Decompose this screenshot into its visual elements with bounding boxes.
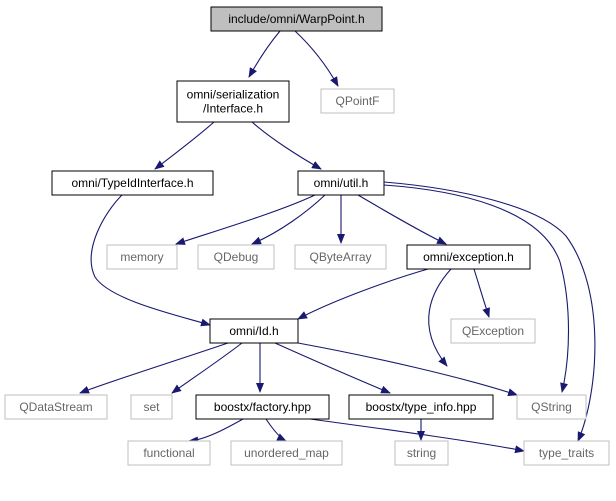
edge-util-to-qdebug	[251, 194, 326, 245]
node-exception[interactable]: omni/exception.h	[406, 244, 531, 270]
node-box	[176, 80, 290, 123]
node-box	[230, 440, 343, 466]
edge-factory-to-type_traits	[309, 418, 525, 454]
node-label: boostx/factory.hpp	[214, 400, 311, 414]
nodes-layer: include/omni/WarpPoint.h omni/serializati…	[4, 6, 610, 466]
node-label: omni/serialization	[187, 88, 280, 102]
node-box	[130, 394, 173, 420]
node-box	[394, 440, 449, 466]
node-label: unordered_map	[244, 446, 329, 460]
node-box	[127, 440, 211, 466]
edge-exception-to-qstring	[428, 268, 452, 367]
node-box	[348, 394, 494, 420]
node-box	[51, 170, 214, 196]
node-box	[4, 394, 108, 420]
node-label: boostx/type_info.hpp	[366, 400, 477, 414]
node-box	[106, 244, 178, 270]
node-string: string	[394, 440, 449, 466]
edge-typeidinterface-to-id	[90, 194, 211, 327]
node-label: string	[407, 446, 436, 460]
node-box	[195, 394, 330, 420]
edge-serialization-to-typeidinterface	[154, 121, 215, 170]
node-box	[450, 318, 536, 344]
edge-id-to-set	[171, 342, 243, 394]
node-set: set	[130, 394, 173, 420]
edge-id-to-qstring	[297, 342, 518, 397]
edge-id-to-qdatastream	[79, 342, 229, 394]
edge-factory-to-unordered_map	[265, 418, 287, 442]
edge-util-to-memory	[175, 194, 316, 245]
node-label: omni/TypeIdInterface.h	[71, 176, 193, 190]
node-typeinfo[interactable]: boostx/type_info.hpp	[348, 394, 494, 420]
node-label: omni/util.h	[314, 176, 369, 190]
node-box	[516, 394, 587, 420]
edge-util-to-type_traits	[383, 181, 596, 442]
node-box	[210, 6, 383, 32]
node-box	[320, 88, 395, 114]
node-qexception: QException	[450, 318, 536, 344]
node-label: QDebug	[214, 250, 259, 264]
node-label: QPointF	[335, 94, 379, 108]
node-label: QDataStream	[19, 400, 92, 414]
node-warppoint[interactable]: include/omni/WarpPoint.h	[210, 6, 383, 32]
edge-util-to-qstring	[383, 184, 570, 393]
node-label: set	[143, 400, 160, 414]
edge-util-to-exception	[357, 194, 447, 245]
node-box	[297, 170, 385, 196]
edge-exception-to-qexception	[473, 268, 490, 318]
node-label: type_traits	[539, 446, 594, 460]
edges-layer	[79, 30, 596, 454]
node-unordered_map: unordered_map	[230, 440, 343, 466]
node-id[interactable]: omni/Id.h	[209, 318, 299, 344]
edge-exception-to-id	[297, 268, 429, 320]
node-label: /Interface.h	[203, 102, 263, 116]
node-qstring: QString	[516, 394, 587, 420]
node-serialization[interactable]: omni/serialization/Interface.h	[176, 80, 290, 123]
node-qbytearray: QByteArray	[294, 244, 387, 270]
node-box	[294, 244, 387, 270]
node-label: include/omni/WarpPoint.h	[228, 12, 364, 26]
node-box	[209, 318, 299, 344]
node-label: QByteArray	[309, 250, 371, 264]
node-memory: memory	[106, 244, 178, 270]
edge-id-to-typeinfo	[274, 342, 391, 394]
edge-serialization-to-util	[251, 121, 322, 170]
edge-warppoint-to-serialization	[248, 30, 281, 78]
node-qdatastream: QDataStream	[4, 394, 108, 420]
node-label: omni/exception.h	[423, 250, 514, 264]
node-util[interactable]: omni/util.h	[297, 170, 385, 196]
edge-factory-to-functional	[188, 418, 244, 445]
node-label: QException	[462, 324, 524, 338]
node-label: omni/Id.h	[229, 324, 278, 338]
edge-warppoint-to-qpointf	[294, 30, 339, 87]
node-qdebug: QDebug	[197, 244, 275, 270]
node-qpointf: QPointF	[320, 88, 395, 114]
node-box	[197, 244, 275, 270]
node-typeidinterface[interactable]: omni/TypeIdInterface.h	[51, 170, 214, 196]
node-label: QString	[531, 400, 572, 414]
node-label: memory	[120, 250, 163, 264]
node-box	[406, 244, 531, 270]
node-factory[interactable]: boostx/factory.hpp	[195, 394, 330, 420]
node-label: functional	[143, 446, 194, 460]
node-type_traits: type_traits	[523, 440, 610, 466]
node-box	[523, 440, 610, 466]
node-functional: functional	[127, 440, 211, 466]
